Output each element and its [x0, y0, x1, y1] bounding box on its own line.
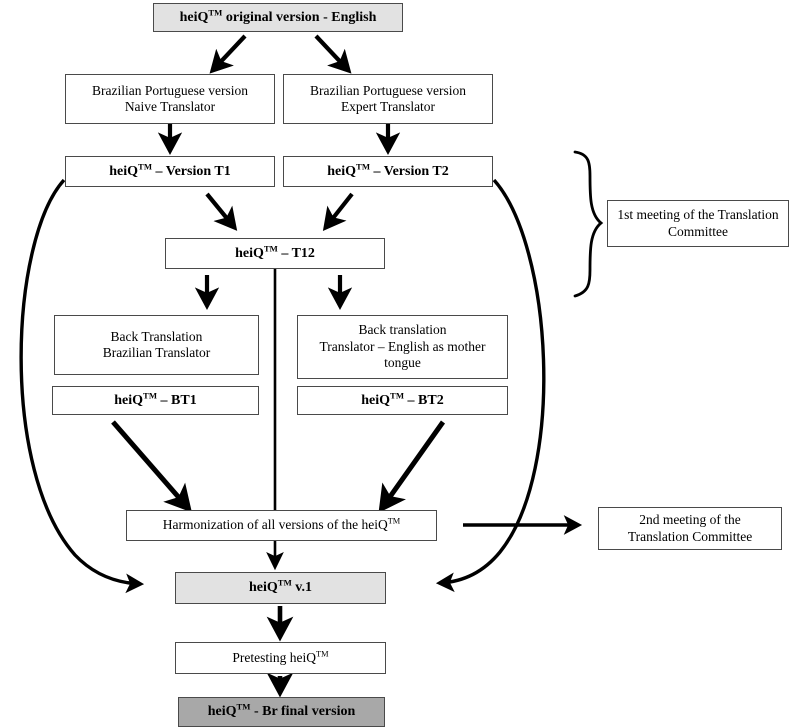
edge-t1-to-heiq-v1-curve	[19, 178, 145, 594]
node-bt1-after: – BT1	[157, 392, 197, 408]
node-back-translation-brazilian: Back Translation Brazilian Translator	[54, 315, 259, 375]
node-bp-naive-line1: Brazilian Portuguese version	[92, 82, 248, 98]
trademark-icon: TM	[143, 390, 158, 401]
node-bt1-before: heiQ	[114, 392, 144, 408]
node-final-version-before: heiQ	[207, 704, 237, 720]
trademark-icon: TM	[316, 649, 329, 659]
edge-t2-to-heiq-v1-curve	[435, 178, 546, 593]
node-version-t2-after: – Version T2	[370, 163, 449, 179]
node-back-translation-br-line1: Back Translation	[110, 328, 203, 344]
edge-original-to-naive	[209, 34, 247, 74]
node-bp-expert-line2: Expert Translator	[340, 99, 436, 114]
trademark-icon: TM	[208, 7, 223, 18]
node-t12: heiQTM – T12	[165, 238, 385, 269]
node-back-translation-english: Back translation Translator – English as…	[297, 315, 508, 379]
node-bp-naive-translator: Brazilian Portuguese version Naive Trans…	[65, 74, 275, 124]
node-bt2: heiQTM – BT2	[297, 386, 508, 415]
node-original-version: heiQTM original version - English	[153, 3, 403, 32]
edge-t2-to-t12	[322, 192, 354, 231]
trademark-icon: TM	[387, 516, 401, 526]
node-t12-after: – T12	[277, 245, 315, 261]
node-final-version: heiQTM - Br final version	[178, 697, 385, 727]
node-bp-expert-line1: Brazilian Portuguese version	[310, 82, 466, 98]
edge-bt2-to-harmonization	[378, 420, 446, 513]
node-back-translation-br-line2: Brazilian Translator	[102, 345, 211, 360]
node-version-t1-before: heiQ	[109, 163, 139, 179]
node-pretesting-before: Pretesting heiQ	[232, 649, 317, 665]
node-bt2-before: heiQ	[361, 392, 391, 408]
node-back-translation-en-line3: tongue	[384, 355, 421, 371]
node-meeting-2-line1: 2nd meeting of the	[639, 512, 741, 528]
node-version-t1: heiQTM – Version T1	[65, 156, 275, 187]
trademark-icon: TM	[277, 577, 292, 588]
node-meeting-1: 1st meeting of the Translation Committee	[607, 200, 789, 247]
node-meeting-2: 2nd meeting of the Translation Committee	[598, 507, 782, 550]
node-bp-expert-translator: Brazilian Portuguese version Expert Tran…	[283, 74, 493, 124]
node-bt1: heiQTM – BT1	[52, 386, 259, 415]
node-bt2-after: – BT2	[404, 392, 444, 408]
node-back-translation-en-line1: Back translation	[358, 322, 447, 338]
node-final-version-after: - Br final version	[250, 704, 356, 720]
node-pretesting: Pretesting heiQTM	[175, 642, 386, 674]
node-harmonization: Harmonization of all versions of the hei…	[126, 510, 437, 541]
trademark-icon: TM	[236, 701, 251, 712]
node-meeting-2-line2: Translation Committee	[627, 528, 753, 544]
node-back-translation-en-line2: Translator – English as mother	[319, 338, 486, 354]
node-t12-before: heiQ	[235, 245, 264, 261]
node-heiq-v1: heiQTM v.1	[175, 572, 386, 604]
node-version-t2: heiQTM – Version T2	[283, 156, 493, 187]
node-meeting-1-line2: Committee	[668, 223, 728, 239]
node-version-t2-before: heiQ	[327, 163, 357, 179]
node-original-text-after: original version - English	[222, 9, 377, 25]
trademark-icon: TM	[356, 161, 371, 172]
node-meeting-1-line1: 1st meeting of the Translation	[617, 207, 779, 223]
node-harmonization-before: Harmonization of all versions of the hei…	[162, 517, 388, 533]
edge-original-to-expert	[314, 34, 352, 74]
trademark-icon: TM	[390, 390, 405, 401]
edge-t1-to-t12	[205, 192, 238, 231]
trademark-icon: TM	[263, 243, 278, 254]
node-version-t1-after: – Version T1	[152, 163, 231, 179]
node-heiq-v1-before: heiQ	[249, 580, 278, 596]
node-bp-naive-line2: Naive Translator	[124, 99, 216, 114]
trademark-icon: TM	[138, 161, 153, 172]
curly-brace-meeting-1	[573, 150, 604, 298]
node-original-text-before: heiQ	[179, 9, 209, 25]
edge-bt1-to-harmonization	[111, 420, 192, 513]
node-heiq-v1-after: v.1	[291, 580, 312, 596]
